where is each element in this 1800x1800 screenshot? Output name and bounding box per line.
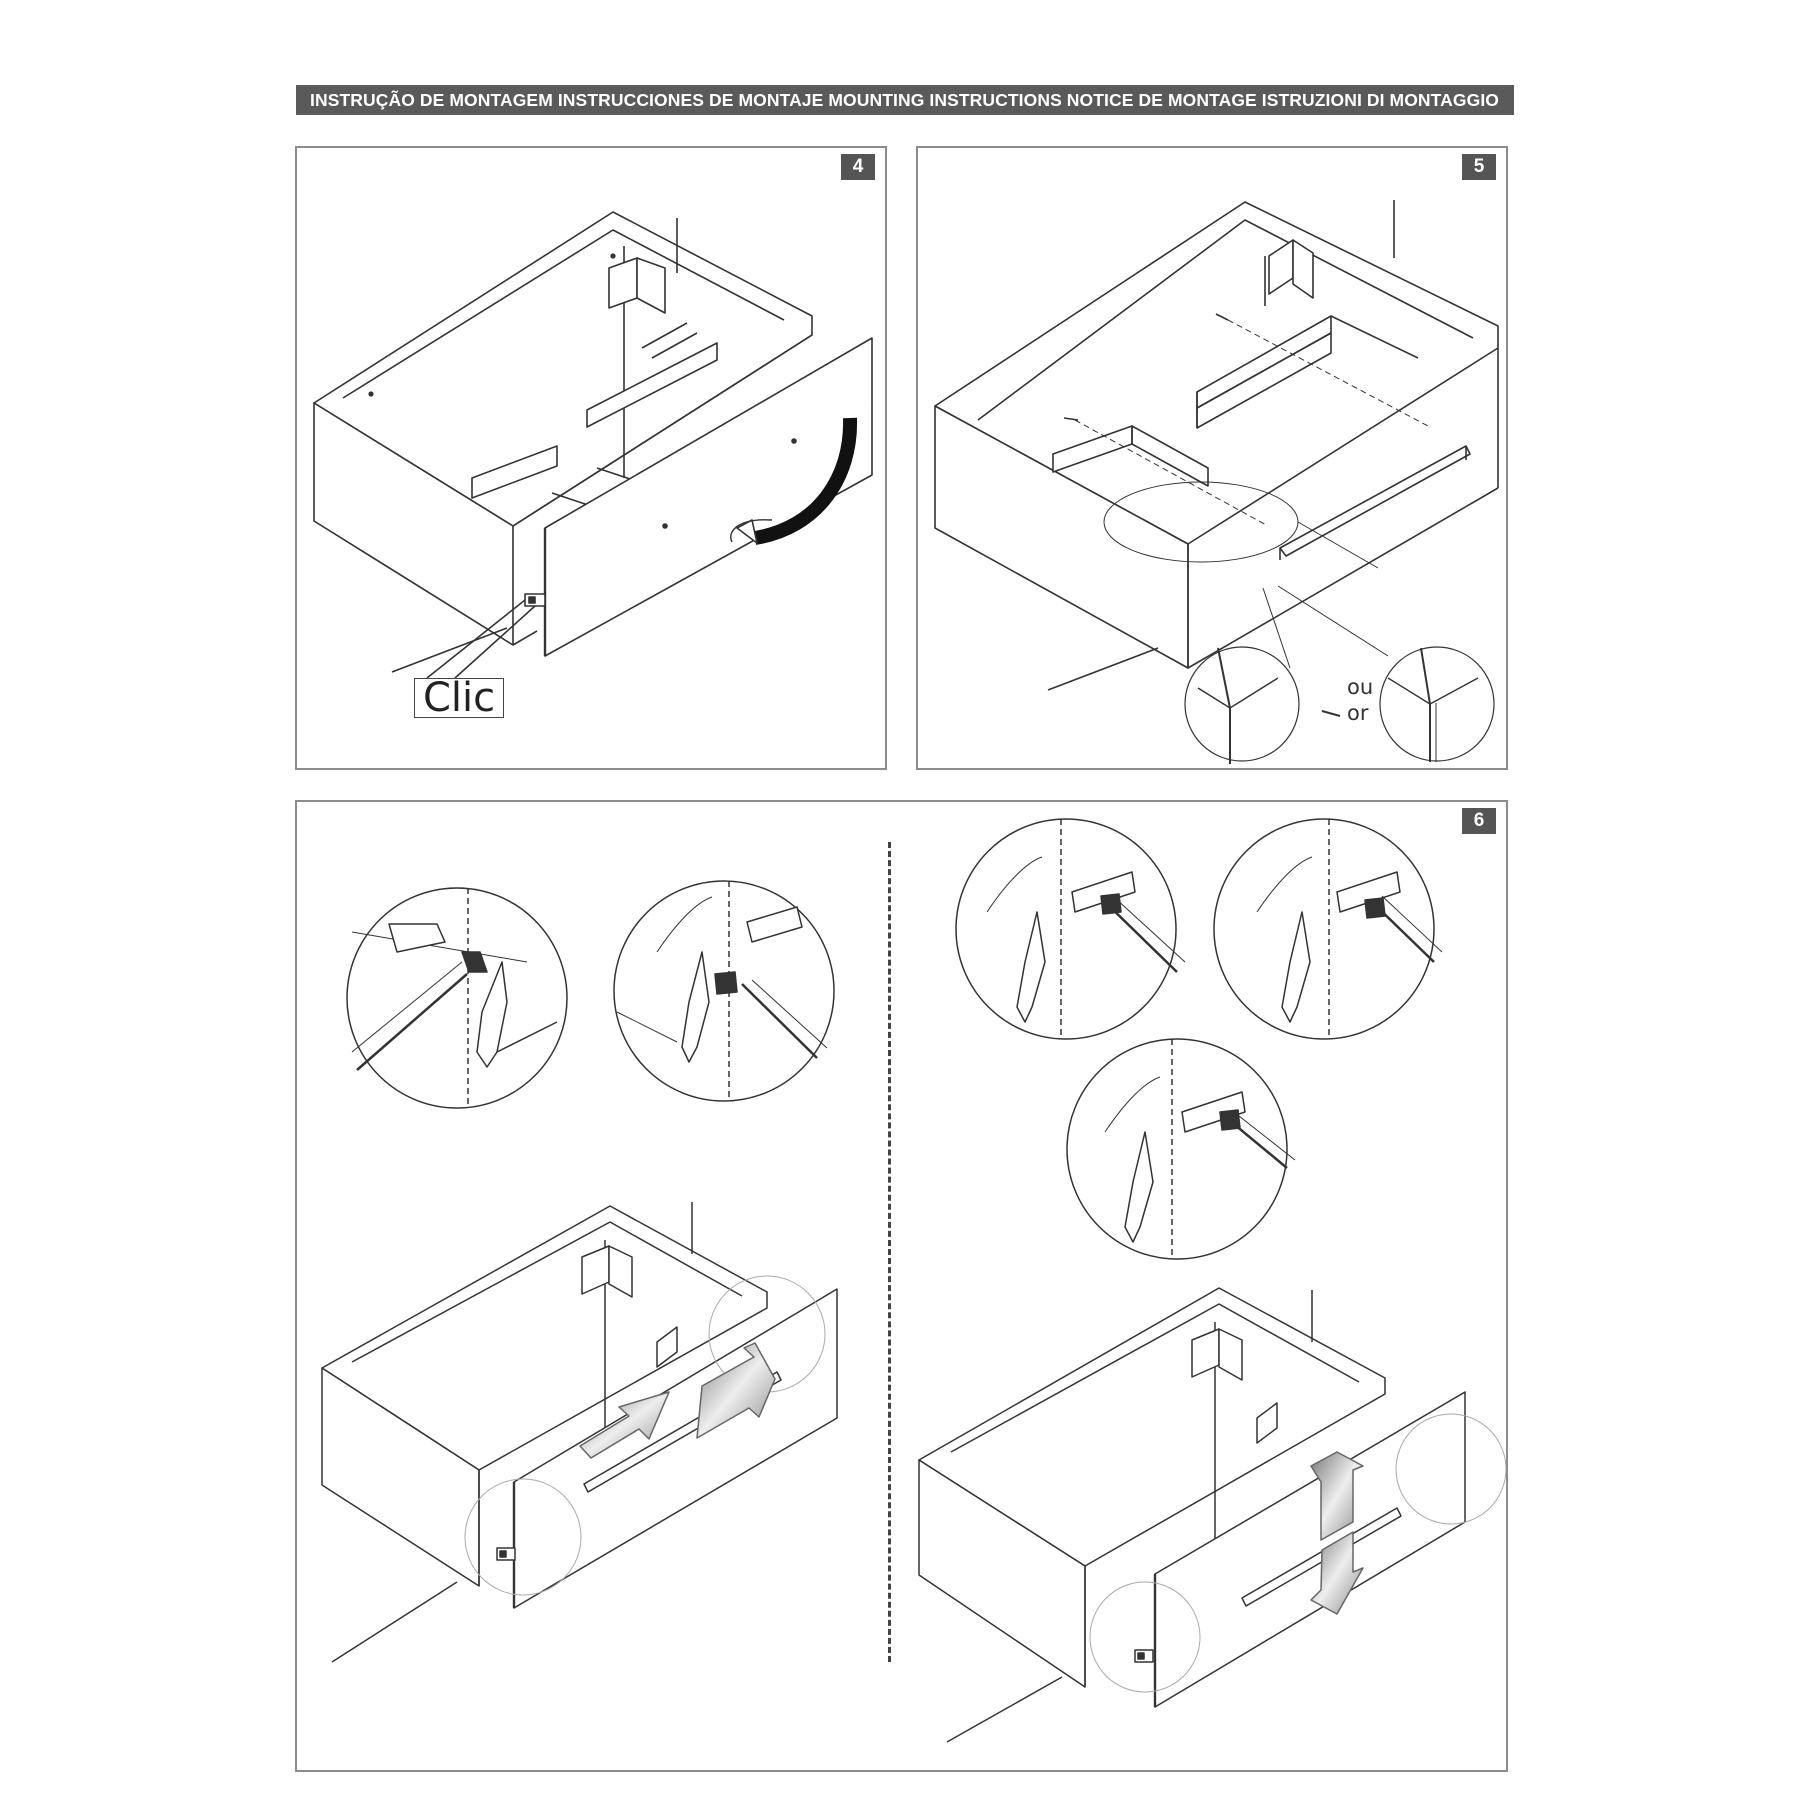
left-cabinet <box>321 1202 838 1663</box>
detail-circle-left-2 <box>613 880 835 1102</box>
detail-circle-right-1 <box>955 818 1186 1040</box>
step-6-panel: 6 <box>295 800 1508 1772</box>
right-cabinet <box>918 1287 1506 1743</box>
drawer-adjustment-illustration <box>321 818 1506 1743</box>
step-4-badge: 4 <box>841 154 875 180</box>
cabinet-drawer-clip-illustration <box>313 211 873 679</box>
step-5-badge: 5 <box>1462 154 1496 180</box>
step-4-panel: 4 <box>295 146 887 770</box>
instructions-header: INSTRUÇÃO DE MONTAGEM INSTRUCCIONES DE M… <box>296 85 1514 115</box>
step-6-badge: 6 <box>1462 808 1496 834</box>
step-6-divider <box>888 842 891 1662</box>
step-5-panel: 5 <box>916 146 1508 770</box>
alt-label-or: or <box>1347 701 1369 725</box>
alt-label-ou: ou <box>1347 675 1374 699</box>
detail-circle-left-1 <box>346 887 568 1109</box>
clic-callout-label: Clic <box>414 678 505 718</box>
cabinet-handle-mount-illustration <box>934 200 1499 764</box>
detail-circle-right-2 <box>1213 818 1443 1040</box>
detail-circle-right-3 <box>1066 1038 1296 1260</box>
